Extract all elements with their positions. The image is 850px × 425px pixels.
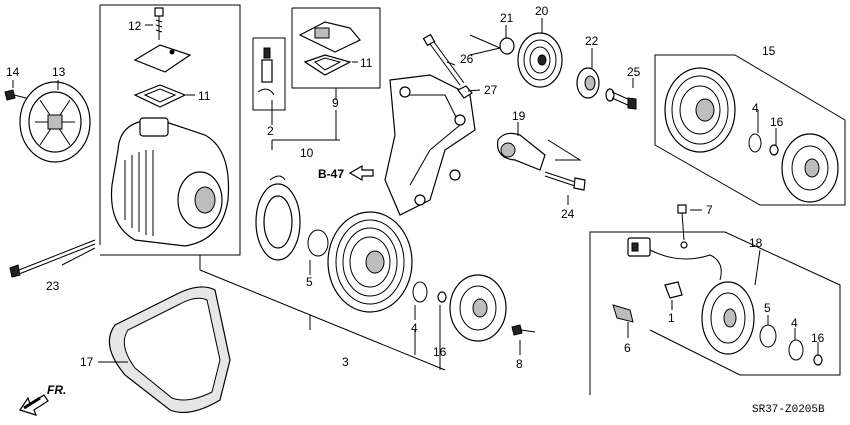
shim-16-upper [769,144,779,156]
callout-19: 19 [512,109,526,123]
gasket-11-left [133,84,187,108]
callout-25: 25 [627,65,641,79]
callout-5-left: 5 [306,275,313,289]
callout-16-upper: 16 [770,115,784,129]
callout-13: 13 [52,65,66,79]
ref-arrow [348,164,374,182]
callout-16-right: 16 [811,331,825,345]
snap-ring-5-right [759,324,777,348]
nut-21 [499,37,515,55]
bolt-24 [544,171,586,191]
shim-4-center [412,281,428,303]
front-arrow [19,394,49,416]
callout-21: 21 [500,11,514,25]
snap-ring-5-left [307,229,329,257]
diagram-code: SR37-Z0205B [752,404,825,416]
callout-11-right: 11 [360,56,373,70]
callout-26: 26 [460,52,474,66]
bearing-22 [576,67,600,99]
tensioner-arm [497,132,546,171]
valve-plate [133,44,192,73]
compressor-cover [19,81,91,163]
callout-12: 12 [128,19,142,33]
clip-6 [612,304,634,323]
gasket-11-right [303,54,352,76]
leader-lines [12,18,819,363]
callout-5-right: 5 [764,301,771,315]
compressor-body [110,117,230,247]
callout-4-center: 4 [411,321,418,335]
callout-7: 7 [706,203,713,217]
callout-6: 6 [624,341,631,355]
connector [627,237,722,281]
callout-2: 2 [267,124,274,138]
callout-1: 1 [668,311,675,325]
callout-8: 8 [516,357,523,371]
shim-16-right [813,354,823,366]
callout-15: 15 [762,44,776,58]
callout-labels: 12 14 13 11 11 2 9 10 23 17 5 3 4 16 8 2… [6,4,825,416]
shim-4-upper [748,133,762,153]
shim-4-right [788,339,804,361]
valve-cover [298,21,361,53]
bolt-14 [4,89,27,101]
callout-11-left: 11 [198,89,211,103]
callout-10: 10 [300,146,314,160]
callout-22: 22 [585,34,599,48]
coil-kit-outline [589,231,841,395]
callout-20: 20 [535,4,549,18]
callout-3: 3 [342,355,349,369]
compressor-group-outline [99,4,241,270]
pulley-kit-outline [654,54,846,206]
callout-23: 23 [46,279,60,293]
callout-18: 18 [749,236,763,250]
relief-valve [257,47,275,96]
compressor-bracket [384,74,476,216]
callout-24: 24 [561,207,575,221]
callout-4-upper: 4 [752,101,759,115]
callout-16-center: 16 [433,345,447,359]
pulley-main [327,211,413,313]
callout-4-right: 4 [791,316,798,330]
shim-16-center [437,291,447,303]
nut-27 [457,85,473,99]
armature-plate [449,274,507,342]
idler-pulley [517,32,563,88]
bolt-23 [9,239,96,278]
clutch-group-outline [199,269,446,371]
pulley-kit-pulley [664,67,736,153]
drive-belt [108,286,231,413]
callout-14: 14 [6,65,20,79]
bolt-12 [154,7,164,40]
bolt-25 [605,88,637,110]
stator-coil [255,175,301,261]
front-label: FR. [47,383,66,397]
valve-group-outline [252,7,381,150]
callout-9: 9 [332,96,339,110]
bolt-7 [677,204,688,249]
field-coil [701,281,755,355]
clip-1 [664,281,683,299]
bolt-8 [511,324,536,336]
pulley-kit-armature [781,133,839,203]
callout-27: 27 [484,83,498,97]
callout-17: 17 [80,355,94,369]
ref-label: B-47 [318,167,344,181]
